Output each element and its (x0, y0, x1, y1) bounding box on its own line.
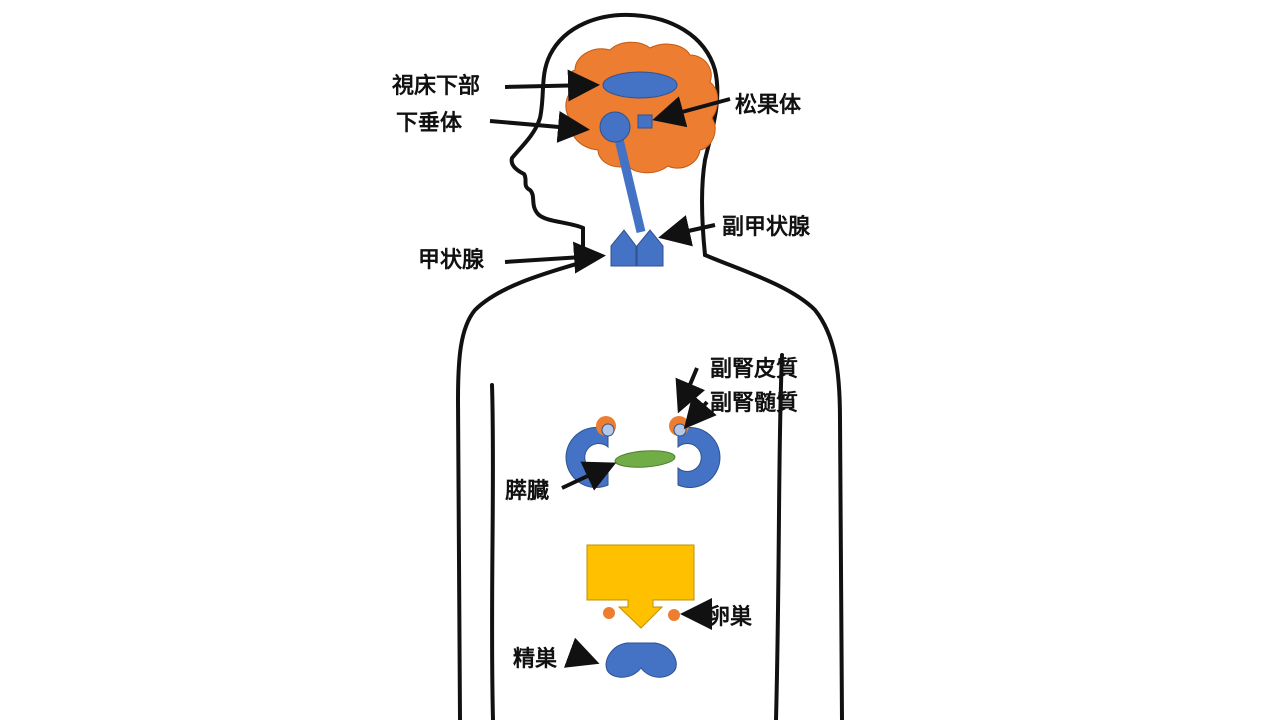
label-pineal: 松果体 (735, 93, 802, 118)
label-adrenal-medulla: 副腎髄質 (710, 390, 798, 416)
label-parathyroid: 副甲状腺 (722, 215, 811, 240)
ovary-left (603, 607, 615, 619)
label-ovary: 卵巣 (708, 604, 753, 630)
adrenal-medulla-left (601, 423, 615, 437)
kidney-right (677, 427, 721, 488)
label-adrenal-cortex: 副腎皮質 (710, 356, 798, 382)
ovary-right (668, 609, 680, 621)
label-testis: 精巣 (513, 646, 558, 672)
label-pancreas: 膵臓 (505, 479, 549, 504)
hypothalamus (602, 71, 678, 99)
pineal-body (637, 114, 653, 129)
adrenal-medulla-right (673, 423, 687, 437)
pituitary (599, 111, 631, 143)
uterus (586, 544, 695, 629)
pancreas (614, 450, 676, 468)
thyroid (610, 229, 664, 267)
pointer-arrows (489, 69, 731, 668)
label-thyroid: 甲状腺 (418, 248, 485, 273)
pituitary-stalk (613, 133, 646, 234)
label-hypothalamus: 視床下部 (392, 73, 480, 99)
testis (605, 642, 677, 678)
label-pituitary: 下垂体 (396, 111, 463, 136)
